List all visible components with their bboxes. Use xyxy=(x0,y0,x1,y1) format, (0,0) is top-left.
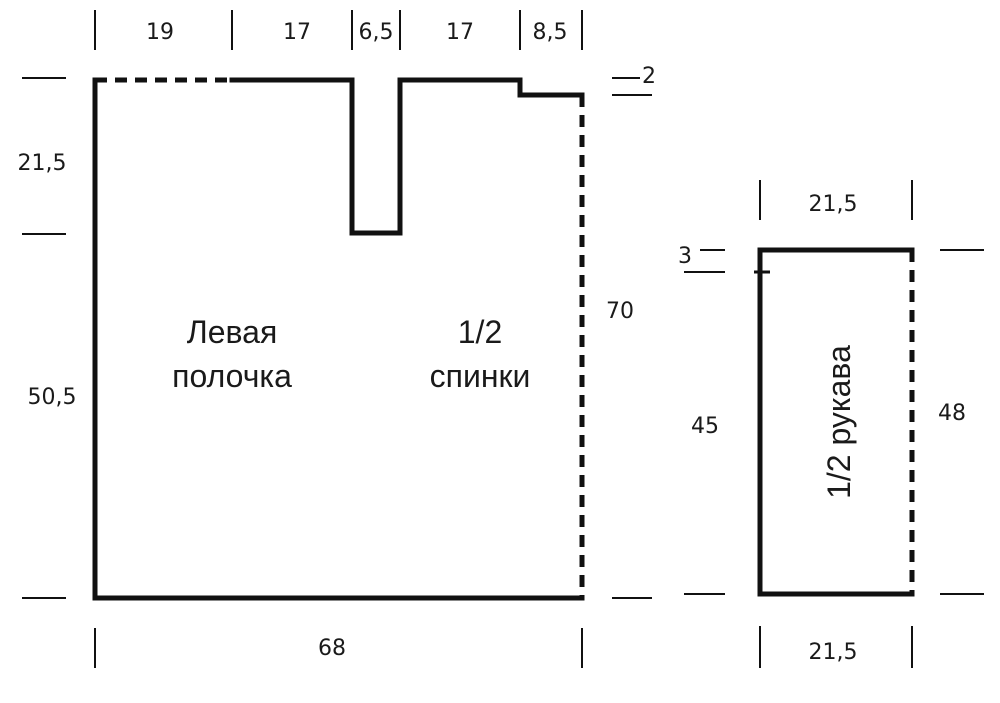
front-label-line1: Левая xyxy=(187,314,278,350)
height-upper-label: 21,5 xyxy=(18,151,67,176)
sleeve-left-height-label: 45 xyxy=(691,414,719,439)
width-label-1: 19 xyxy=(146,20,174,45)
sleeve-label: 1/2 рукава xyxy=(821,345,857,499)
front-label-line2: полочка xyxy=(172,358,292,394)
width-label-2: 17 xyxy=(283,20,311,45)
sleeve-top-width-label: 21,5 xyxy=(809,192,858,217)
body-left-bottom-edge xyxy=(92,77,585,601)
body-top-neckline xyxy=(229,77,585,236)
width-label-3: 6,5 xyxy=(359,20,394,45)
back-label-line2: спинки xyxy=(430,358,531,394)
sleeve-outline xyxy=(757,247,915,597)
sleeve-drop-label: 3 xyxy=(678,244,692,269)
sleeve-right-height-label: 48 xyxy=(938,401,966,426)
shoulder-drop-label: 2 xyxy=(642,64,656,89)
height-right-label: 70 xyxy=(606,299,634,324)
sleeve-panel xyxy=(754,247,915,597)
back-label-line1: 1/2 xyxy=(458,314,502,350)
body-panel xyxy=(92,77,585,601)
height-lower-label: 50,5 xyxy=(28,385,77,410)
sleeve-bottom-width-label: 21,5 xyxy=(809,640,858,665)
width-bottom-label: 68 xyxy=(318,636,346,661)
width-label-4: 17 xyxy=(446,20,474,45)
top-width-ticks xyxy=(94,10,583,50)
width-label-5: 8,5 xyxy=(533,20,568,45)
